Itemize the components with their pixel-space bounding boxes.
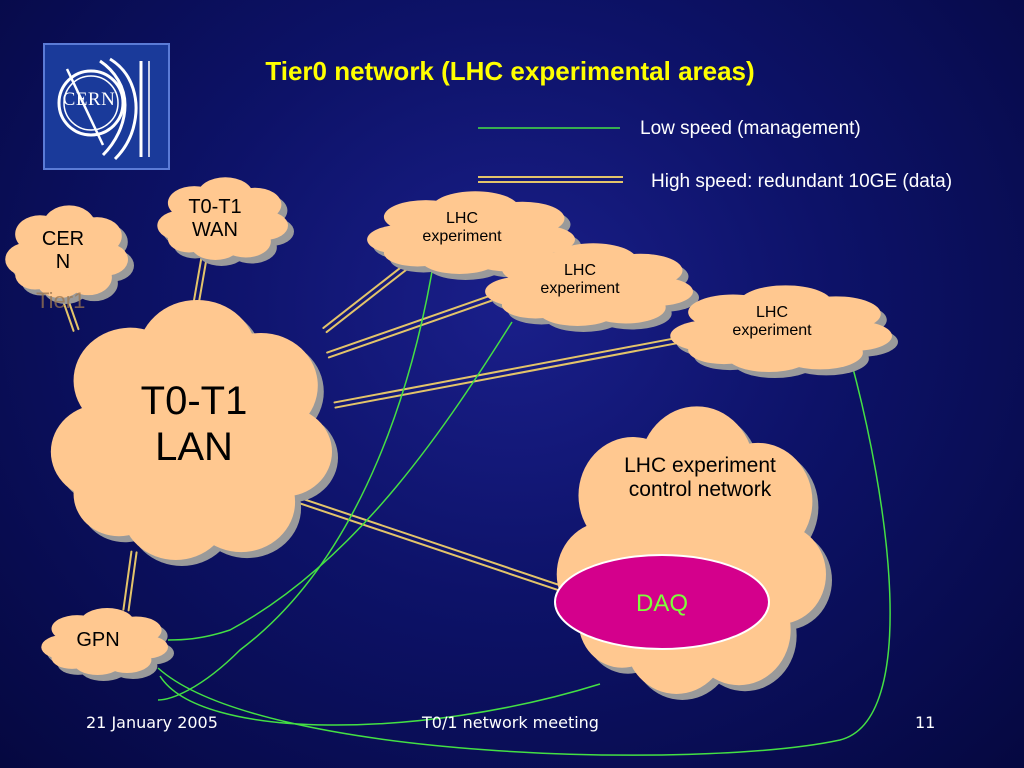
gpn-label: GPN xyxy=(76,629,120,651)
legend-high-speed-label: High speed: redundant 10GE (data) xyxy=(651,171,953,192)
cloud-control-network xyxy=(556,406,832,700)
control-network-label-line1: LHC experiment xyxy=(624,454,776,477)
link-lan-wan xyxy=(192,256,208,306)
low-speed-links xyxy=(157,217,891,756)
daq-ellipse xyxy=(554,554,770,650)
lhc-experiment-3-label-line1: LHC xyxy=(755,304,788,321)
cern-tier1-label-line2: N xyxy=(55,251,71,273)
cern-tier1-label-line1: CER xyxy=(41,228,85,250)
control-network-label: LHC experiment control network xyxy=(590,454,810,502)
footer-event: T0/1 network meeting xyxy=(422,713,599,732)
lhc-experiment-1-label: LHC experiment xyxy=(392,210,532,247)
daq-label: DAQ xyxy=(635,590,688,617)
footer-page-number: 11 xyxy=(915,713,936,732)
legend-high-speed-line xyxy=(478,176,623,183)
t0t1-lan-label-line2: LAN xyxy=(155,425,233,469)
t0t1-wan-label-line2: WAN xyxy=(192,219,238,241)
link-gpn-exp1 xyxy=(157,217,441,701)
legend-low-speed-label: Low speed (management) xyxy=(640,118,861,139)
lhc-experiment-3-label-line2: experiment xyxy=(732,322,812,340)
cern-tier1-ghost-label: Tier1 xyxy=(36,288,86,313)
link-lan-gpn xyxy=(122,550,138,612)
high-speed-links xyxy=(58,256,682,612)
lhc-experiment-1-label-line1: LHC xyxy=(445,210,478,227)
lhc-experiment-1-label-line2: experiment xyxy=(422,228,502,246)
cern-logo: CERN xyxy=(43,43,170,170)
t0t1-lan-label: T0-T1 LAN xyxy=(104,378,284,470)
t0t1-wan-label: T0-T1 WAN xyxy=(160,196,270,242)
link-gpn-exp3 xyxy=(157,349,891,756)
slide-title: Tier0 network (LHC experimental areas) xyxy=(265,56,755,86)
link-lan-exp1 xyxy=(322,258,415,334)
lhc-experiment-2-label: LHC experiment xyxy=(510,262,650,299)
link-lan-daq xyxy=(296,496,568,594)
cern-tier1-label: CER N xyxy=(14,228,112,274)
control-network-label-line2: control network xyxy=(628,478,772,502)
link-lan-exp3 xyxy=(333,336,682,409)
footer-date: 21 January 2005 xyxy=(86,713,218,732)
lhc-experiment-3-label: LHC experiment xyxy=(702,304,842,341)
logo-text: CERN xyxy=(62,89,116,110)
t0t1-wan-label-line1: T0-T1 xyxy=(188,196,242,218)
link-gpn-exp2 xyxy=(167,321,513,641)
link-gpn-daq xyxy=(159,675,601,726)
lhc-experiment-2-label-line1: LHC xyxy=(563,262,596,279)
t0t1-lan-label-line1: T0-T1 xyxy=(140,379,248,423)
lhc-experiment-2-label-line2: experiment xyxy=(540,280,620,298)
link-lan-exp2 xyxy=(326,291,502,359)
